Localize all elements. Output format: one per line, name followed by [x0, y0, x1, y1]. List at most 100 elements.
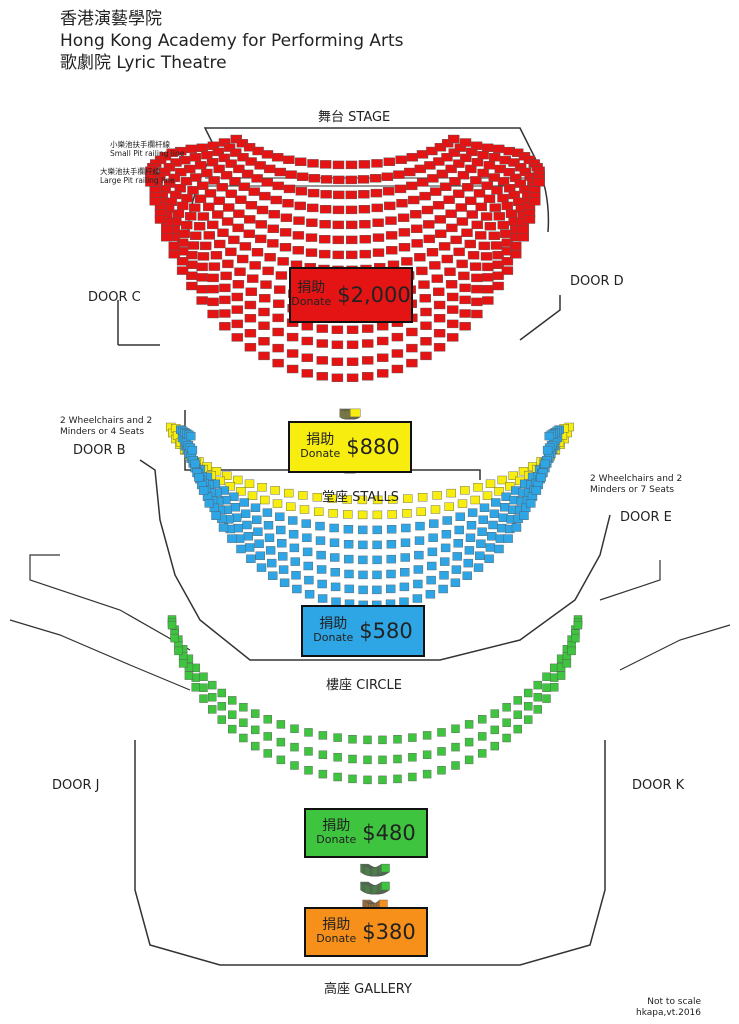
seat — [508, 158, 520, 167]
seat — [371, 203, 383, 213]
seat — [411, 224, 423, 234]
seat — [330, 553, 340, 562]
seat — [465, 196, 477, 205]
seat — [213, 196, 225, 205]
seat — [261, 150, 274, 159]
seat — [420, 351, 432, 361]
seat — [372, 540, 382, 550]
seat — [207, 309, 219, 319]
seat — [471, 297, 483, 307]
seat — [490, 241, 503, 250]
seat — [161, 225, 173, 235]
donate-en: Donate — [313, 631, 354, 644]
seat — [207, 273, 219, 283]
seat — [501, 266, 514, 275]
seat — [362, 372, 374, 381]
seat — [333, 733, 342, 742]
seat — [236, 254, 249, 264]
seat — [218, 153, 230, 163]
seat — [447, 333, 459, 342]
seat — [505, 482, 515, 491]
seat — [488, 231, 500, 241]
donate-zh: 捐助 — [297, 280, 326, 296]
seat — [283, 155, 295, 165]
seat — [177, 201, 189, 211]
seat — [245, 287, 258, 296]
seat — [542, 445, 553, 455]
seat — [513, 696, 522, 705]
venue-title-zh: 香港演藝學院 — [60, 9, 162, 29]
seat — [488, 152, 501, 162]
seat — [231, 333, 244, 342]
seat — [273, 299, 285, 308]
seat — [259, 294, 271, 303]
seat — [426, 247, 439, 257]
seat — [238, 182, 250, 191]
seat — [450, 235, 462, 245]
seat — [517, 232, 529, 242]
seat — [267, 239, 279, 248]
seat — [345, 160, 358, 170]
seat — [229, 176, 241, 186]
seat — [459, 138, 472, 147]
seat — [363, 755, 372, 765]
seat — [393, 735, 402, 744]
seat — [314, 507, 324, 516]
seat — [319, 204, 332, 214]
seat — [420, 307, 432, 317]
seat — [333, 175, 345, 185]
seat — [286, 332, 299, 342]
seat — [227, 534, 237, 543]
seat — [316, 324, 328, 333]
seat — [279, 578, 290, 587]
seat — [372, 570, 382, 580]
seat — [219, 295, 231, 305]
seat — [233, 164, 245, 174]
seat — [145, 178, 157, 187]
seat — [250, 709, 260, 718]
seat — [308, 174, 321, 183]
seat — [270, 486, 280, 495]
seat — [233, 209, 245, 218]
seat — [519, 511, 529, 520]
seat — [385, 216, 397, 225]
seat — [264, 533, 275, 542]
seat — [477, 527, 487, 536]
seat — [441, 530, 452, 539]
seat — [478, 749, 487, 758]
seat — [433, 314, 446, 323]
seat — [247, 491, 258, 500]
seat — [423, 234, 435, 244]
seat — [459, 295, 471, 305]
seat — [377, 369, 389, 378]
seat — [262, 508, 273, 517]
seat — [167, 620, 177, 630]
seat — [469, 262, 482, 271]
seat — [306, 218, 318, 227]
seat — [482, 262, 494, 272]
seat — [567, 646, 576, 656]
seat — [503, 534, 513, 543]
seat — [502, 718, 511, 727]
seat — [477, 150, 489, 160]
seat — [319, 249, 331, 259]
seat — [372, 510, 383, 520]
seat — [523, 215, 536, 224]
seat — [194, 161, 207, 170]
seat — [431, 274, 443, 283]
seat — [406, 153, 418, 162]
seat — [267, 224, 279, 234]
seat — [263, 732, 272, 741]
seat — [285, 170, 297, 179]
seat — [245, 200, 258, 210]
seat — [482, 285, 494, 294]
seat — [372, 585, 382, 595]
seat — [225, 247, 237, 257]
seat — [239, 242, 252, 251]
door-d-label: DOOR D — [570, 274, 624, 289]
seat — [387, 510, 397, 519]
seat — [204, 499, 215, 508]
seat — [243, 532, 254, 541]
